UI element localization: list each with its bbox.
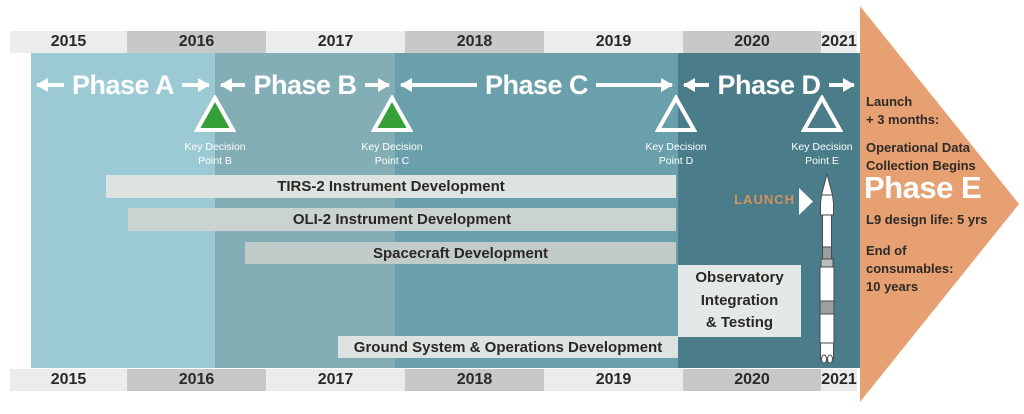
year-cell: 2020 [683,31,821,53]
kdp-b-marker: Key Decision Point B [167,93,263,168]
year-cell: 2020 [683,369,821,391]
year-bar-bottom: 2015 2016 2017 2018 2019 2020 2021 [10,369,857,391]
phase-a-header: Phase A [31,63,215,107]
year-cell: 2016 [127,369,266,391]
note-line: + 3 months: [866,112,940,128]
year-bar-top: 2015 2016 2017 2018 2019 2020 2021 [10,31,857,53]
kdp-d-marker: Key Decision Point D [628,93,724,168]
note-line: consumables: [866,261,954,277]
observatory-line: Integration [700,291,779,309]
year-cell: 2018 [405,369,544,391]
launch-plus-3-months-note: Launch + 3 months: [866,93,1018,129]
kdp-label-line: Key Decision [184,141,246,153]
kdp-label-line: Key Decision [645,141,707,153]
rocket-icon [819,173,835,364]
tirs2-development-bar: TIRS-2 Instrument Development [106,175,676,198]
year-cell: 2019 [544,369,683,391]
year-cell: 2017 [266,369,405,391]
year-cell: 2021 [821,31,857,53]
phase-label: Phase D [717,69,821,100]
left-arrow-icon [37,83,64,87]
observatory-line: & Testing [705,314,774,332]
year-cell: 2015 [10,31,127,53]
launch-pointer-icon [799,188,813,215]
kdp-c-marker: Key Decision Point C [344,93,440,168]
operational-data-note: Operational Data Collection Begins [866,139,1018,175]
kdp-label-line: Point B [198,154,232,167]
right-arrow-icon [364,83,389,87]
right-arrow-icon [182,83,209,87]
observatory-integration-testing-box: Observatory Integration & Testing [678,265,801,337]
launch-label: LAUNCH [734,192,795,207]
phase-label: Phase B [253,69,357,100]
kdp-label-line: Point C [374,154,410,167]
left-arrow-icon [221,83,246,87]
kdp-d-label: Key Decision Point D [628,141,724,168]
note-line: 10 years [866,279,919,295]
kdp-label-line: Point D [658,154,694,167]
consumables-note: End of consumables: 10 years [866,242,1018,297]
year-cell: 2019 [544,31,683,53]
phase-e-arrow [860,6,1019,402]
kdp-e-label: Key Decision Point E [774,141,870,168]
design-life-note: L9 design life: 5 yrs [866,212,988,227]
phase-c-header: Phase C [395,63,678,107]
spacecraft-development-bar: Spacecraft Development [245,242,676,264]
note-line: Operational Data [866,140,971,155]
phase-label: Phase C [484,69,589,100]
phase-b-header: Phase B [215,63,395,107]
phase-d-header: Phase D [678,63,860,107]
left-arrow-icon [401,83,477,87]
year-cell: 2016 [127,31,266,53]
phase-e-title: Phase E [864,170,982,205]
note-line: Collection Begins [866,158,976,174]
right-arrow-icon [596,83,672,87]
year-cell: 2015 [10,369,127,391]
year-cell: 2018 [405,31,544,53]
oli2-development-bar: OLI-2 Instrument Development [128,208,676,231]
kdp-c-label: Key Decision Point C [344,141,440,168]
ground-system-development-bar: Ground System & Operations Development [338,336,678,358]
note-line: Launch [866,94,913,109]
year-cell: 2017 [266,31,405,53]
year-cell: 2021 [821,369,857,391]
note-line: End of [866,243,907,258]
observatory-line: Observatory [695,269,784,287]
kdp-c-triangle-icon [370,93,414,132]
kdp-d-triangle-icon [654,93,698,132]
kdp-label-line: Key Decision [791,141,853,153]
kdp-b-label: Key Decision Point B [167,141,263,168]
kdp-e-marker: Key Decision Point E [774,93,870,168]
kdp-e-triangle-icon [800,93,844,132]
kdp-b-triangle-icon [193,93,237,132]
phase-label: Phase A [71,69,175,100]
left-arrow-icon [684,83,710,87]
kdp-label-line: Point E [805,154,839,167]
kdp-label-line: Key Decision [361,141,423,153]
right-arrow-icon [828,83,854,87]
